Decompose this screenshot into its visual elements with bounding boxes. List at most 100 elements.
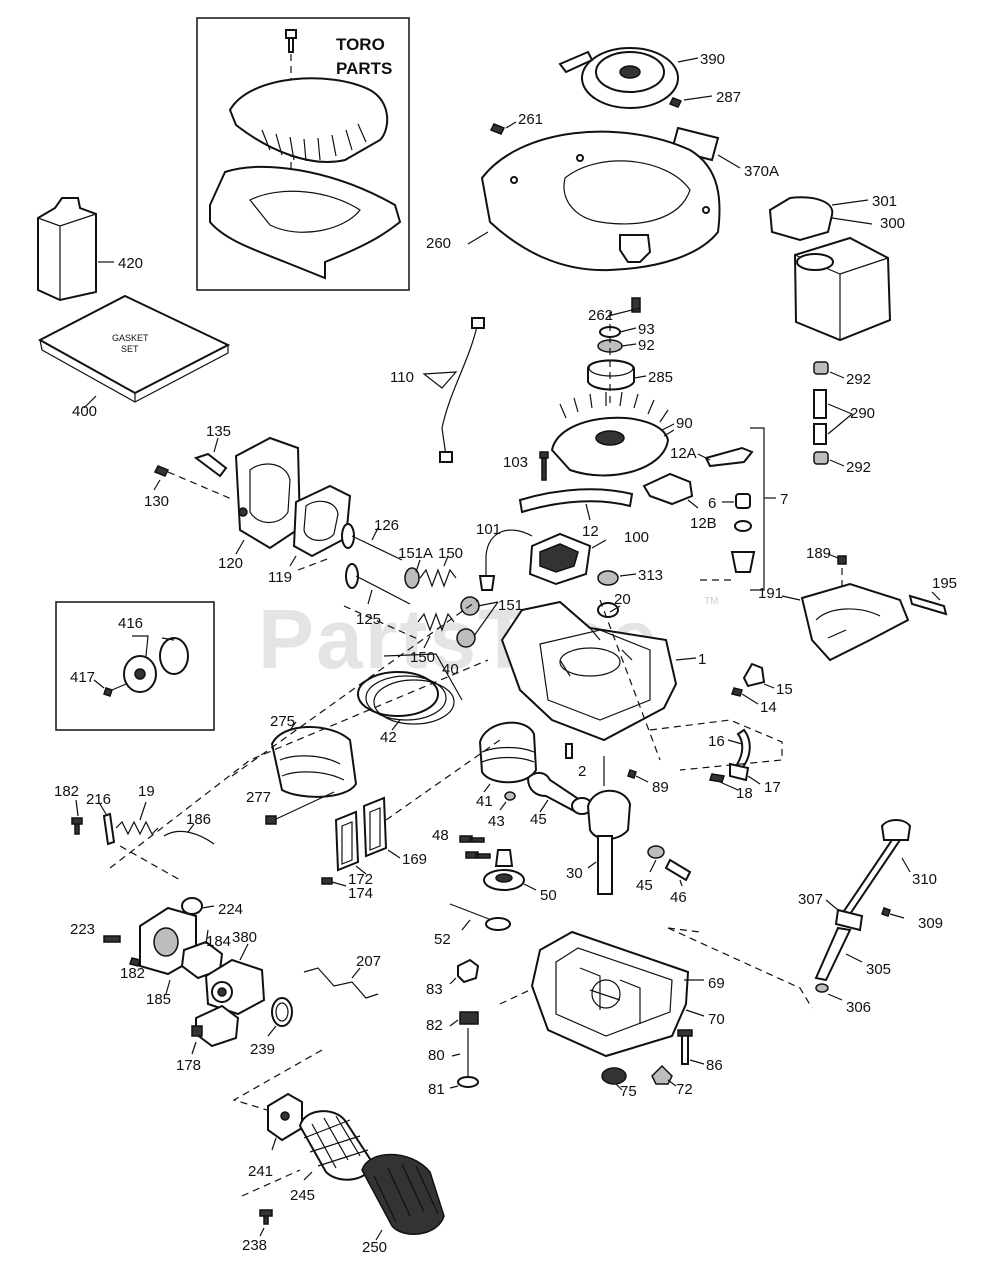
callout-380: 380 [232,929,257,946]
callout-178: 178 [176,1057,201,1074]
callout-12: 12 [582,523,599,540]
callout-241: 241 [248,1163,273,1180]
callout-45-cap: 45 [636,877,653,894]
callout-41: 41 [476,793,493,810]
watermark-trademark: TM [704,596,718,607]
fuel-tank [768,196,892,342]
callout-130: 130 [144,493,169,510]
inset-base-plate [209,165,402,280]
cylinder-block [500,600,697,742]
callout-417: 417 [70,669,95,686]
clamp-12a [704,446,754,468]
inset-title-line1: TORO [336,35,385,54]
ground-wire [422,317,485,463]
seal-20 [597,602,619,618]
callout-275: 275 [270,713,295,730]
dipstick-assembly [814,819,912,1001]
seal-239 [271,997,293,1027]
callout-92: 92 [638,337,655,354]
head-gasket [292,484,352,558]
callout-260: 260 [426,235,451,252]
callout-292-upper: 292 [846,371,871,388]
blower-housing [467,130,721,272]
muffler-bolt-277 [273,791,335,821]
muffler [270,721,358,798]
callout-174: 174 [348,885,373,902]
callout-46: 46 [670,889,687,906]
screw-18 [709,773,725,783]
callout-1: 1 [698,651,706,668]
callout-262: 262 [588,307,613,324]
callout-120: 120 [218,555,243,572]
callout-150-lower: 150 [410,649,435,666]
oil-bottle [37,197,114,302]
callout-101: 101 [476,521,501,538]
bolt-head-277 [265,815,277,825]
governor-link-207 [303,967,379,999]
callout-285: 285 [648,369,673,386]
piston [478,721,538,793]
exhaust-valve [345,563,411,605]
callout-7: 7 [780,491,788,508]
callout-305: 305 [866,961,891,978]
callout-245: 245 [290,1187,315,1204]
dowel-2 [565,743,573,759]
breather-valve-parts [722,427,776,591]
valve-spring-lower [417,612,455,632]
part-15 [742,662,766,688]
toro-parts-inset: TORO PARTS [196,17,410,291]
callout-238: 238 [242,1237,267,1254]
callout-307: 307 [798,891,823,908]
callout-81: 81 [428,1081,445,1098]
inset-shroud-cover [228,77,389,163]
callout-370a: 370A [744,163,779,180]
callout-309: 309 [918,915,943,932]
ignition-module [478,529,607,591]
air-cleaner-cover-250 [361,1153,445,1241]
callout-390: 390 [700,51,725,68]
crankcase-sump [530,930,705,1058]
part-313 [597,570,619,586]
spark-plug [193,452,228,478]
breather-tube [518,488,634,514]
rewind-starter [558,47,699,109]
callout-189: 189 [806,545,831,562]
air-cleaner-base [267,1092,303,1151]
bolt-head-86 [677,1029,693,1037]
callout-207: 207 [356,953,381,970]
callout-110: 110 [390,369,414,386]
link-216 [102,812,116,846]
screw-223 [103,935,121,943]
callout-16: 16 [708,733,725,750]
callout-30: 30 [566,865,583,882]
part-17 [729,762,750,782]
bolt-48-lower [465,851,491,859]
plug-89 [627,769,637,779]
callout-45-rod: 45 [530,811,547,828]
callout-261: 261 [518,111,543,128]
callout-82: 82 [426,1017,443,1034]
callout-306: 306 [846,999,871,1016]
callout-20: 20 [614,591,631,608]
bolt-86 [681,1033,689,1065]
governor-control-bracket [781,553,948,662]
screw-178 [191,1025,203,1037]
callout-182-upper: 182 [54,783,79,800]
head-bolt [153,465,170,477]
gasket-set-label-line1: GASKET [112,333,149,343]
callout-223: 223 [70,921,95,938]
callout-313: 313 [638,567,663,584]
callout-290: 290 [850,405,875,422]
cylinder-head [234,436,302,550]
callout-151: 151 [498,597,523,614]
screw-182-upper [71,817,83,835]
callout-416: 416 [118,615,143,632]
screw-103 [539,451,549,481]
brake-lever-16 [734,728,751,770]
callout-17: 17 [764,779,781,796]
callout-83: 83 [426,981,443,998]
inset-screw [285,29,297,53]
callout-90: 90 [676,415,693,432]
callout-119: 119 [268,569,292,586]
